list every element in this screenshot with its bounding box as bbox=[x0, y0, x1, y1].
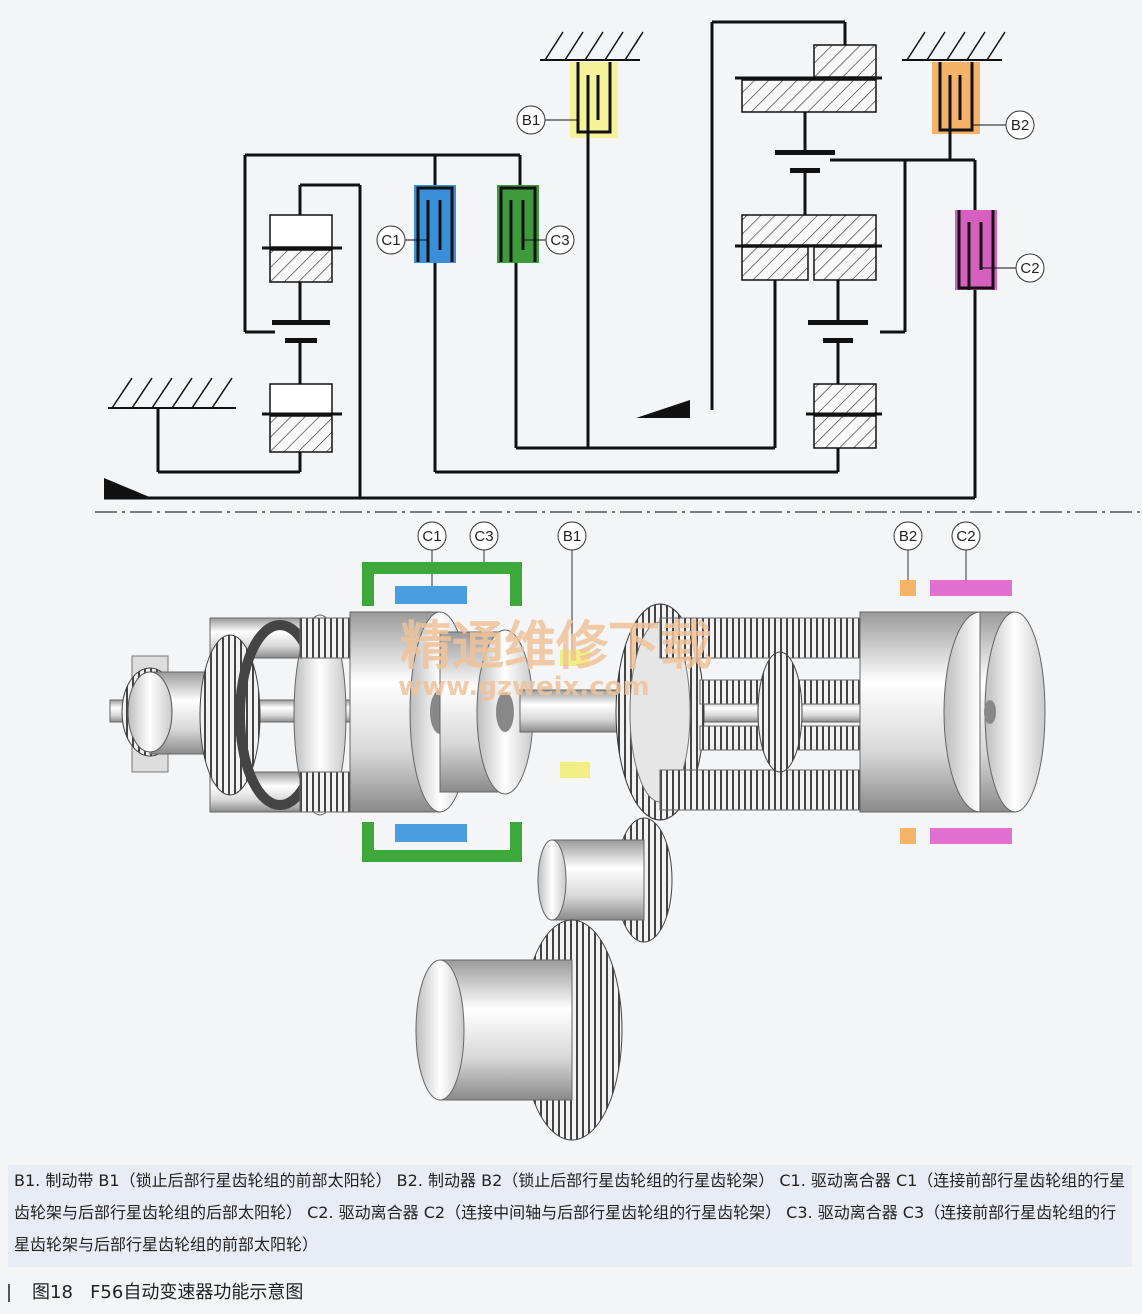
legend: B1. 制动带 B1（锁止后部行星齿轮组的前部太阳轮） B2. 制动器 B2（锁… bbox=[8, 1165, 1132, 1267]
clutch-c2-symbol bbox=[955, 210, 997, 290]
c2-bar-top bbox=[930, 580, 1012, 596]
b1-bar-top bbox=[560, 650, 590, 666]
watermark-url: www.gzweix.com bbox=[398, 672, 650, 702]
label-c3-3d: C3 bbox=[474, 528, 493, 545]
clutch-c3-symbol bbox=[497, 185, 539, 263]
label-b2-3d: B2 bbox=[899, 528, 917, 545]
c1-bar-top bbox=[395, 586, 467, 604]
b2-bar-bottom bbox=[900, 828, 916, 844]
figure-title: F56自动变速器功能示意图 bbox=[90, 1282, 304, 1303]
schematic bbox=[104, 20, 1006, 500]
c1-bar-bottom bbox=[395, 824, 467, 842]
clutch-frame-bottom bbox=[362, 822, 522, 862]
ground-b1 bbox=[540, 31, 644, 61]
label-c1-3d: C1 bbox=[422, 528, 441, 545]
clutch-frame-top bbox=[362, 562, 522, 606]
brake-b2-symbol bbox=[932, 62, 980, 135]
input-wedge bbox=[104, 478, 152, 498]
ground-b2 bbox=[902, 31, 1006, 61]
sun-gears bbox=[272, 150, 868, 343]
label-c1-top: C1 bbox=[381, 232, 400, 249]
label-c2-3d: C2 bbox=[956, 528, 975, 545]
legend-c1: C1. 驱动离合器 C1（连接前部行星齿轮组的行星齿轮架与后部行星齿轮组的后部太… bbox=[14, 1171, 1126, 1222]
c2-bar-bottom bbox=[930, 828, 1012, 844]
brake-b1-symbol bbox=[570, 62, 618, 140]
ground-left bbox=[108, 377, 236, 409]
output-wedge bbox=[636, 400, 690, 418]
watermark-cn: 精通维修下载 bbox=[400, 617, 712, 677]
caption-bar bbox=[8, 1284, 10, 1302]
label-c3-top: C3 bbox=[550, 232, 569, 249]
legend-b2: B2. 制动器 B2（锁止后部行星齿轮组的行星齿轮架） bbox=[396, 1171, 775, 1190]
b1-bar-bottom bbox=[560, 762, 590, 778]
schematic-labels: B1 B2 C1 C3 C2 bbox=[376, 105, 1045, 283]
legend-c2: C2. 驱动离合器 C2（连接中间轴与后部行星齿轮组的行星齿轮架） bbox=[307, 1203, 782, 1222]
illustration-3d: C1 C3 B1 B2 C2 bbox=[109, 521, 1046, 1141]
figure-number: 图18 bbox=[32, 1282, 73, 1303]
transmission-diagram: B1 B2 C1 C3 C2 C1 C3 B1 B2 C2 bbox=[95, 20, 1142, 1141]
label-b1-top: B1 bbox=[522, 112, 540, 129]
planet-gears bbox=[262, 44, 882, 453]
legend-c3: C3. 驱动离合器 C3（连接前部行星齿轮组的行星齿轮架与后部行星齿轮组的前部太… bbox=[14, 1203, 1117, 1254]
clutch-c1-symbol bbox=[414, 185, 456, 263]
label-b1-3d: B1 bbox=[563, 528, 581, 545]
illustration-labels: C1 C3 B1 B2 C2 bbox=[417, 521, 981, 650]
b2-bar-top bbox=[900, 580, 916, 596]
label-c2-top: C2 bbox=[1020, 260, 1039, 277]
label-b2-top: B2 bbox=[1011, 117, 1029, 134]
legend-b1: B1. 制动带 B1（锁止后部行星齿轮组的前部太阳轮） bbox=[14, 1171, 392, 1190]
figure-caption: 图18 F56自动变速器功能示意图 bbox=[8, 1278, 303, 1304]
